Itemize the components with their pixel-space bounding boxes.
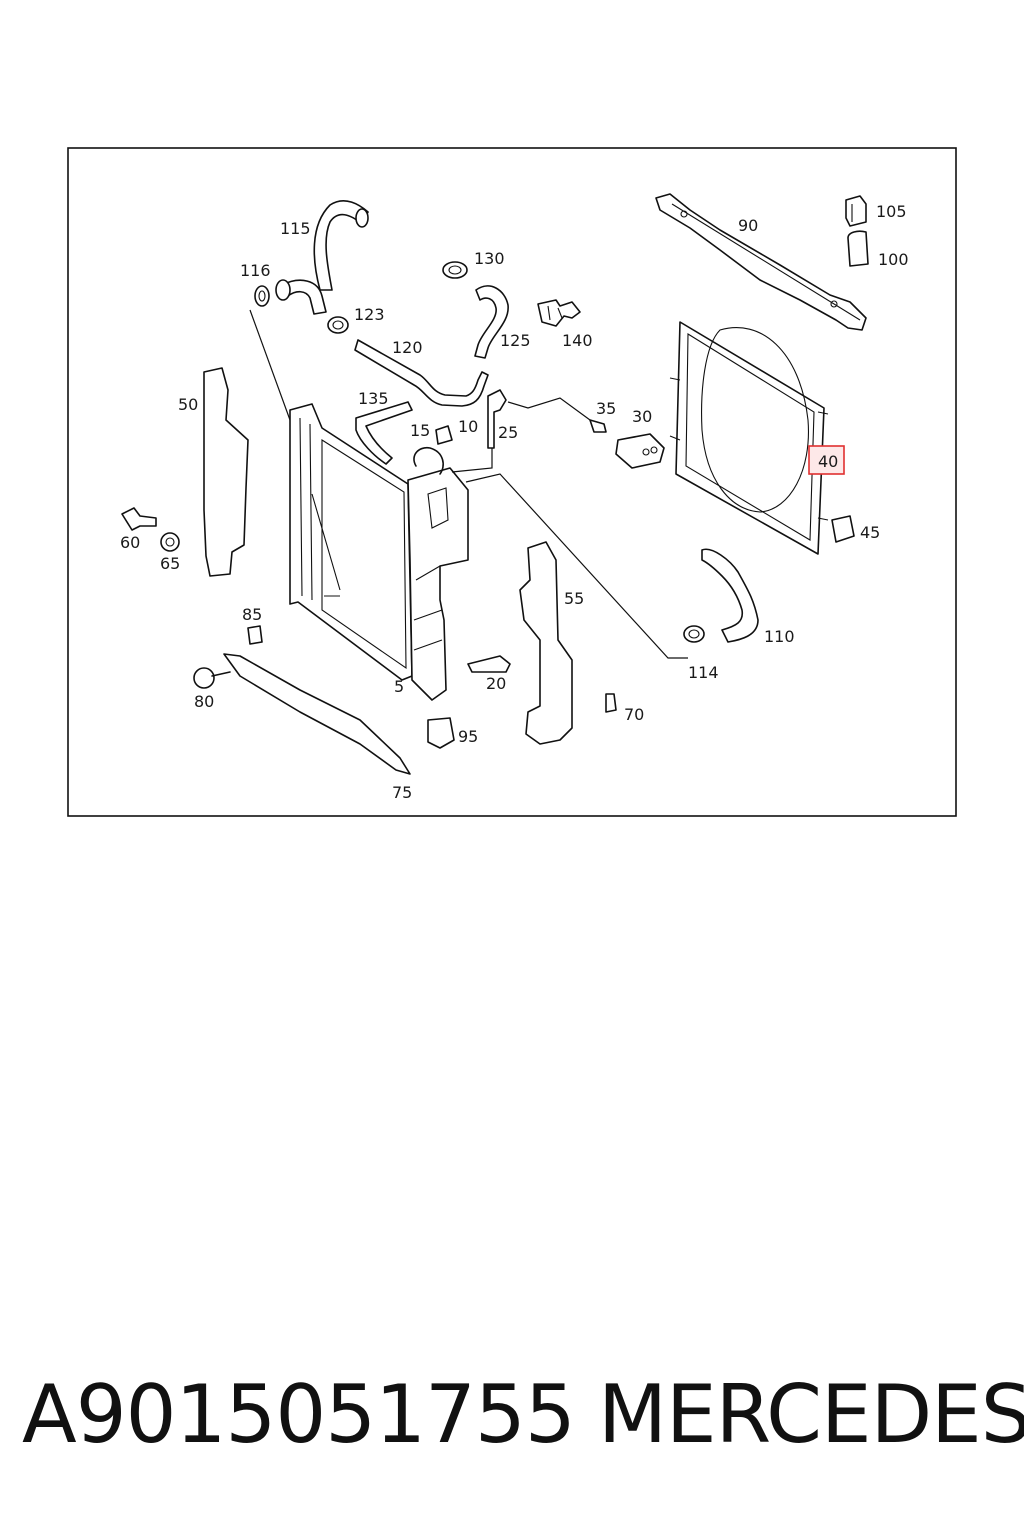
callout-95: 95: [458, 727, 478, 746]
hose-120: [354, 339, 489, 407]
callout-114: 114: [688, 663, 719, 682]
screw-80: [193, 667, 231, 689]
clip-45: [831, 515, 855, 543]
seal-strip-75: [223, 653, 411, 775]
callout-20: 20: [486, 674, 506, 693]
clip-105: [845, 195, 867, 227]
cap-15: [413, 446, 444, 475]
air-guide-55: [519, 541, 573, 745]
callout-65: 65: [160, 554, 180, 573]
callout-75: 75: [392, 783, 412, 802]
fan-shroud-40: [669, 321, 829, 555]
clip-85: [247, 625, 263, 645]
callout-60: 60: [120, 533, 140, 552]
callout-105: 105: [876, 202, 907, 221]
air-guide-50: [203, 367, 249, 577]
callout-45: 45: [860, 523, 880, 542]
highlight-box-40: [808, 445, 845, 475]
callout-40: 40: [818, 452, 838, 471]
callout-55: 55: [564, 589, 584, 608]
callout-123: 123: [354, 305, 385, 324]
callout-25: 25: [498, 423, 518, 442]
callout-135: 135: [358, 389, 389, 408]
callout-5: 5: [394, 677, 404, 696]
callout-35: 35: [596, 399, 616, 418]
callout-70: 70: [624, 705, 644, 724]
sensor-35: [589, 419, 607, 433]
clamp-116: [254, 285, 270, 307]
callout-30: 30: [632, 407, 652, 426]
diagram-border: [67, 147, 957, 817]
hose-110: [701, 548, 759, 643]
callout-115: 115: [280, 219, 311, 238]
callout-labels: 115 116 123 120 130 125 140 90 105 100 5…: [120, 202, 909, 802]
radiator-5: [289, 403, 413, 681]
clip-70: [605, 693, 617, 713]
callout-130: 130: [474, 249, 505, 268]
sensor-20: [467, 655, 511, 673]
callout-110: 110: [764, 627, 795, 646]
callout-90: 90: [738, 216, 758, 235]
part-number: A9015051755: [22, 1368, 576, 1461]
clamp-123: [327, 316, 349, 334]
callout-50: 50: [178, 395, 198, 414]
callout-10: 10: [458, 417, 478, 436]
valve-140: [537, 299, 581, 327]
callout-15: 15: [410, 421, 430, 440]
mount-95: [427, 717, 455, 749]
clamp-114: [683, 625, 705, 643]
bracket-90: [655, 193, 867, 331]
washer-65: [160, 532, 180, 552]
expansion-tank: [407, 467, 469, 701]
sensor-25: [487, 389, 507, 449]
callout-100: 100: [878, 250, 909, 269]
leader-lines: [249, 309, 688, 659]
hose-135: [355, 401, 413, 465]
hose-125: [474, 285, 509, 359]
callout-80: 80: [194, 692, 214, 711]
clamp-130: [442, 261, 468, 279]
cap-10: [435, 425, 453, 445]
callout-85: 85: [242, 605, 262, 624]
callout-125: 125: [500, 331, 531, 350]
switch-30: [615, 433, 665, 469]
callout-116: 116: [240, 261, 271, 280]
callout-140: 140: [562, 331, 593, 350]
brand-name: MERCEDES: [598, 1368, 1024, 1461]
cap-100: [847, 230, 869, 267]
screw-60: [121, 507, 157, 531]
hose-115: [275, 200, 369, 315]
callout-120: 120: [392, 338, 423, 357]
